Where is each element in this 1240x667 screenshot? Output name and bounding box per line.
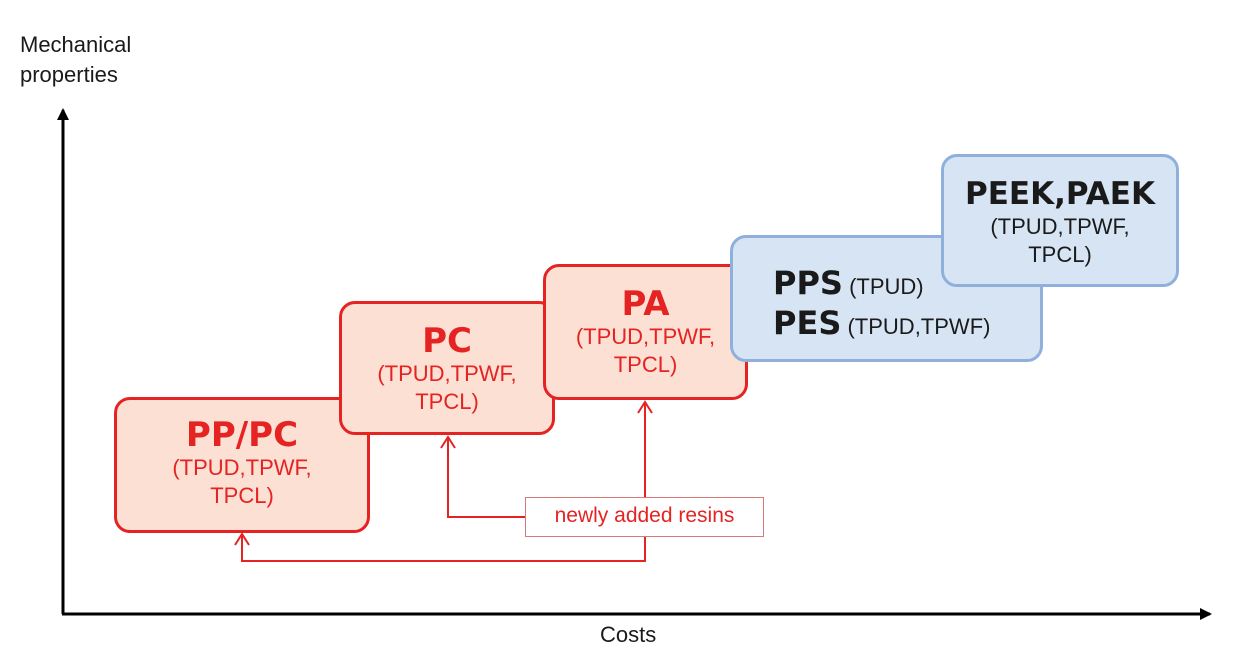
pps-title: PPS [773,264,843,302]
y-axis-label-line2: properties [20,62,118,87]
pes-sub: (TPUD,TPWF) [847,314,991,339]
newly-added-resins-callout: newly added resins [525,497,764,537]
box-pp-pc-line2: TPCL) [210,483,274,508]
box-pa-line1: (TPUD,TPWF, [575,324,716,349]
pes-title: PES [773,304,842,342]
box-pc: PC (TPUD,TPWF, TPCL) [339,301,555,435]
box-pa-line2: TPCL) [613,352,678,377]
box-peek-title: PEEK,PAEK [965,176,1155,212]
y-axis-label: Mechanical properties [20,30,131,90]
arrowhead-pc [440,435,456,449]
box-pc-title: PC [422,321,472,361]
y-axis-label-line1: Mechanical [20,32,132,57]
box-pa: PA (TPUD,TPWF, TPCL) [543,264,748,400]
box-peek-line2: TPCL) [1028,242,1092,267]
box-pc-line1: (TPUD,TPWF, [377,361,517,386]
box-peek-line1: (TPUD,TPWF, [990,214,1130,239]
box-pp-pc-line1: (TPUD,TPWF, [172,455,312,480]
arrowhead-pa [637,400,653,414]
pps-row: PPS (TPUD) [773,264,1040,302]
box-pp-pc-title: PP/PC [185,415,299,455]
box-pc-line2: TPCL) [415,389,479,414]
connector-to-pp-pc [241,534,646,562]
pes-row: PES (TPUD,TPWF) [773,304,1040,342]
pps-sub: (TPUD) [849,274,924,299]
box-peek-paek: PEEK,PAEK (TPUD,TPWF, TPCL) [941,154,1179,287]
connector-to-pc [447,437,525,518]
arrowhead-pp-pc [234,532,250,546]
x-axis-label: Costs [600,622,657,647]
box-pa-title: PA [621,284,670,324]
box-pp-pc: PP/PC (TPUD,TPWF, TPCL) [114,397,370,533]
